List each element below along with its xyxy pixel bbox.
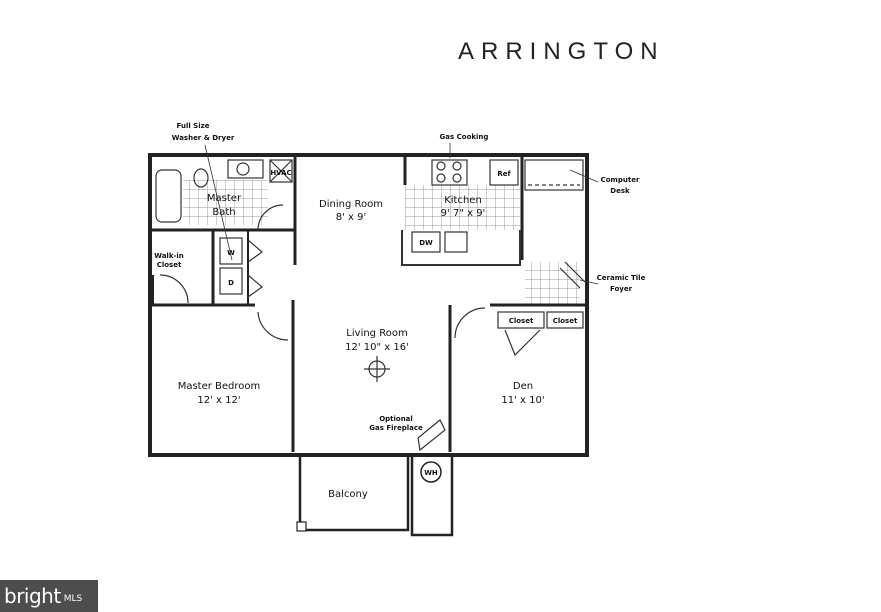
stove-icon — [431, 159, 468, 186]
den-closets — [454, 261, 586, 357]
sink-icon — [236, 162, 250, 176]
master-bedroom-label: Master Bedroom — [178, 381, 261, 392]
kitchen-label: Kitchen — [444, 195, 482, 206]
refrigerator-box — [489, 159, 519, 186]
toilet-icon — [193, 168, 209, 188]
hvac-label: HVAC — [270, 169, 291, 177]
living-room-size: 12' 10" x 16' — [345, 342, 409, 353]
plan-title: ARRINGTON — [458, 38, 665, 65]
vanity-icon — [227, 159, 264, 179]
interior-walls — [150, 155, 587, 452]
gas-cooking-callout: Gas Cooking — [440, 133, 489, 141]
master-bath-label-2: Bath — [212, 207, 235, 218]
dining-room-size: 8' x 9' — [336, 212, 367, 223]
dining-room-label: Dining Room — [319, 199, 383, 210]
ceramic-foyer-callout-1: Ceramic Tile — [597, 274, 646, 282]
bathtub-icon — [155, 169, 182, 223]
balcony-label: Balcony — [328, 489, 368, 500]
balcony-outline — [296, 455, 454, 537]
living-room-label: Living Room — [346, 328, 407, 339]
washer-icon — [219, 237, 243, 265]
dishwasher-label: DW — [419, 239, 433, 247]
master-bedroom-size: 12' x 12' — [197, 395, 240, 406]
den-label: Den — [513, 381, 533, 392]
closet-2-box — [546, 311, 584, 329]
closet-1-label: Closet — [509, 317, 534, 325]
fireplace-callout-2: Gas Fireplace — [369, 424, 423, 432]
refrigerator-label: Ref — [497, 170, 511, 178]
closet-2-label: Closet — [553, 317, 578, 325]
washer-dryer-callout-2: Washer & Dryer — [172, 134, 235, 142]
bath-tile — [183, 180, 268, 225]
mls-watermark: bright MLS — [0, 580, 98, 612]
dryer-icon — [219, 267, 243, 295]
fireplace-icon — [417, 419, 446, 452]
callout-lines — [204, 143, 599, 285]
bath-fixtures — [155, 159, 293, 341]
computer-desk-callout-1: Computer — [601, 176, 640, 184]
closet-1-box — [497, 311, 545, 329]
kitchen-size: 9' 7" x 9' — [441, 208, 486, 219]
dishwasher-box — [411, 231, 441, 253]
washer-dryer-callout-1: Full Size — [177, 122, 210, 130]
fireplace-callout-1: Optional — [379, 415, 413, 423]
watermark-suffix: MLS — [63, 594, 83, 604]
den-size: 11' x 10' — [501, 395, 544, 406]
water-heater-label: WH — [424, 469, 438, 477]
living-fixtures — [364, 356, 446, 452]
water-heater-icon — [420, 461, 442, 483]
kitchen-sink-icon — [444, 231, 468, 253]
computer-desk-icon — [524, 159, 584, 191]
computer-desk-callout-2: Desk — [610, 187, 630, 195]
foyer-tile — [525, 262, 580, 304]
watermark-brand: bright — [4, 584, 61, 608]
washer-label: W — [227, 249, 235, 257]
kitchen-tile — [405, 185, 520, 230]
walk-in-closet-label-2: Closet — [157, 261, 182, 269]
dryer-label: D — [228, 279, 234, 287]
hvac-box — [269, 159, 293, 183]
master-bath-label-1: Master — [207, 193, 242, 204]
ceramic-foyer-callout-2: Foyer — [610, 285, 633, 293]
kitchen-fixtures — [401, 159, 584, 266]
walk-in-closet-label-1: Walk-in — [154, 252, 184, 260]
